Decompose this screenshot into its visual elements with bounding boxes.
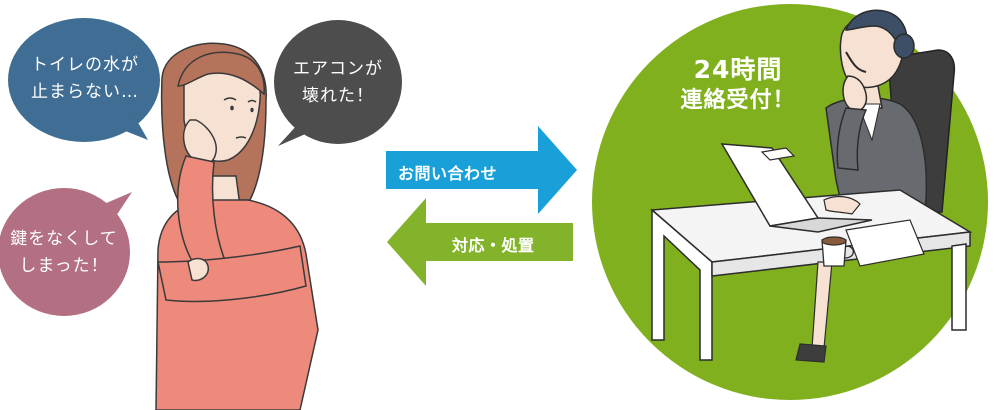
bubble-key-line1: 鍵をなくして xyxy=(10,229,118,249)
availability-headline: 24時間 連絡受付！ xyxy=(668,54,808,116)
operator-illustration xyxy=(650,9,973,363)
speech-bubble-toilet xyxy=(8,18,160,142)
bubble-aircon-line1: エアコンが xyxy=(293,59,383,79)
bubble-toilet-line1: トイレの水が xyxy=(31,55,139,75)
inquiry-arrow xyxy=(386,126,577,214)
headline-line1: 24時間 xyxy=(693,55,783,84)
response-label: 対応・処置 xyxy=(452,236,535,255)
bubble-key-line2: しまった！ xyxy=(19,256,109,276)
bubble-toilet-text: トイレの水が 止まらない… xyxy=(18,52,152,106)
bubble-aircon-line2: 壊れた！ xyxy=(302,86,374,106)
bubble-aircon-text: エアコンが 壊れた！ xyxy=(284,56,392,110)
headline-line2: 連絡受付！ xyxy=(680,88,796,113)
bubble-key-text: 鍵をなくして しまった！ xyxy=(0,226,128,280)
bubble-toilet-line2: 止まらない… xyxy=(31,82,139,102)
inquiry-label: お問い合わせ xyxy=(398,164,498,183)
response-arrow xyxy=(387,198,573,286)
speech-bubble-key xyxy=(0,188,132,316)
worried-woman-illustration xyxy=(155,42,319,410)
speech-bubble-aircon xyxy=(274,20,402,146)
